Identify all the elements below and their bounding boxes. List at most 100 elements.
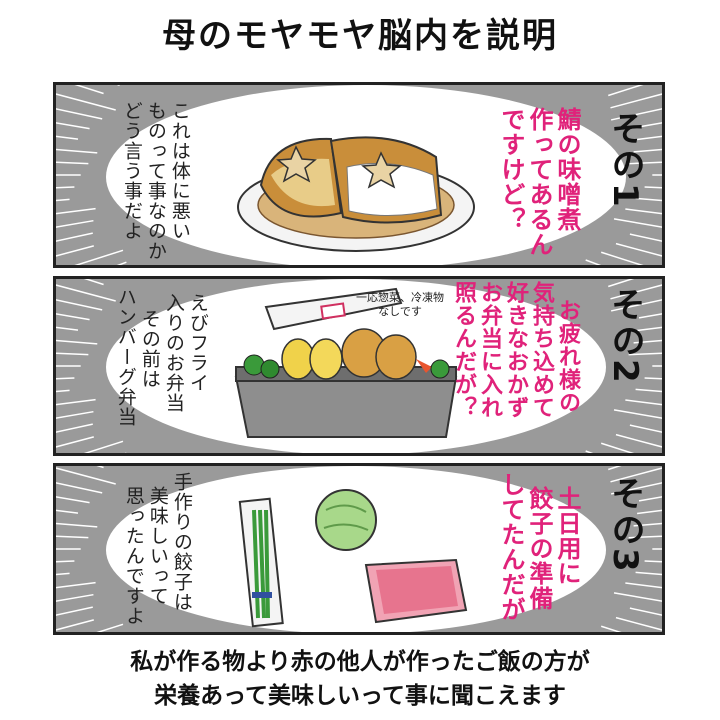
speed-line: [629, 607, 662, 616]
speed-line: [608, 466, 622, 471]
speed-line: [96, 623, 124, 632]
speed-line: [644, 560, 662, 563]
dumpling-ingredients-icon: [238, 489, 468, 628]
speed-line: [600, 625, 622, 632]
speed-line: [56, 423, 93, 433]
speed-line: [610, 467, 662, 483]
speed-line: [56, 389, 70, 393]
speed-line: [610, 108, 662, 121]
speed-line: [636, 135, 662, 141]
speed-line: [83, 440, 124, 453]
black-line: 思ったんですよ: [122, 486, 145, 626]
pink-line: 好きなおかず: [503, 281, 528, 419]
speed-line: [636, 326, 662, 332]
speed-line: [56, 207, 96, 215]
page-title: 母のモヤモヤ脳内を説明: [162, 16, 558, 56]
speed-line: [600, 251, 644, 265]
speed-line: [600, 442, 635, 453]
speed-line: [635, 571, 662, 576]
speed-line: [629, 233, 662, 242]
speed-line: [625, 582, 662, 589]
black-line: どう言う事だよ: [120, 101, 143, 241]
speed-line: [56, 339, 98, 345]
speed-line: [635, 197, 662, 202]
pink-line: 餃子の準備: [525, 486, 553, 611]
panel-1: その1 鯖の味噌煮 作ってあるん ですけど？ これは体に悪い ものって事なのか …: [53, 82, 665, 268]
black-line: その前は: [138, 309, 161, 389]
speed-line: [613, 592, 662, 602]
speed-line: [625, 208, 662, 215]
speed-line: [613, 218, 662, 228]
speed-line: [629, 424, 662, 433]
speed-line: [638, 122, 662, 128]
speed-line: [96, 466, 104, 469]
speed-line: [56, 198, 70, 202]
speed-line: [628, 535, 662, 539]
speed-line: [56, 299, 103, 311]
speed-line: [83, 279, 104, 286]
panel-number: その2: [605, 287, 645, 385]
black-line: 入りのお弁当: [162, 293, 185, 413]
speed-line: [74, 85, 104, 95]
pink-line: 照るんだが？: [451, 281, 476, 419]
speed-line: [56, 410, 94, 419]
note-line: なしです: [378, 305, 422, 319]
pink-line: 鯖の味噌煮: [553, 107, 581, 232]
pink-line: お弁当に入れ: [477, 281, 502, 419]
speed-line: [56, 522, 98, 528]
speed-line: [56, 108, 103, 120]
speed-line: [56, 593, 94, 602]
speed-line: [615, 242, 662, 257]
black-line: えびフライ: [186, 293, 209, 393]
speed-line: [56, 535, 89, 539]
speed-line: [56, 377, 75, 380]
panel-2: 一応惣菜、冷凍物 なしです その2 お疲れ様の 気持ち込めて 好きなおかず お弁…: [53, 276, 665, 456]
speed-line: [56, 232, 93, 242]
panel-number: その3: [605, 476, 645, 574]
speed-line: [644, 186, 662, 189]
footer-line-1: 私が作る物より赤の他人が作ったご飯の方が: [130, 649, 590, 675]
speed-line: [56, 313, 90, 321]
speed-line: [644, 377, 662, 380]
speed-line: [56, 509, 79, 514]
saba-miso-plate-icon: [237, 136, 475, 252]
speed-line: [56, 482, 103, 494]
speed-line: [633, 148, 662, 153]
speed-line: [585, 259, 602, 265]
pink-line: 気持ち込めて: [529, 281, 554, 419]
black-line: ハンバーグ弁当: [114, 287, 137, 427]
pink-line: お疲れ様の: [555, 299, 580, 414]
pink-line: 土日用に: [553, 486, 581, 586]
speed-line: [56, 581, 96, 589]
bento-box-icon: [234, 287, 458, 438]
speed-line: [56, 148, 98, 154]
speed-line: [56, 572, 70, 576]
speed-line: [585, 450, 594, 453]
black-line: 手作りの餃子は: [170, 472, 193, 612]
speed-line: [610, 482, 662, 495]
speed-line: [56, 619, 94, 631]
black-line: 美味しいって: [146, 486, 169, 606]
speed-line: [56, 326, 79, 331]
speed-line: [638, 313, 662, 319]
speed-line: [628, 161, 662, 165]
black-line: ものって事なのか: [144, 101, 167, 261]
speed-line: [615, 433, 662, 448]
footer-line-2: 栄養あって美味しいって事に聞こえます: [154, 683, 566, 709]
speed-line: [610, 93, 662, 109]
pink-line: ですけど？: [497, 107, 525, 232]
speed-line: [56, 93, 116, 111]
speed-line: [635, 388, 662, 393]
speed-line: [56, 398, 96, 406]
speed-line: [56, 122, 90, 130]
speed-line: [608, 279, 635, 288]
pink-line: 作ってあるん: [525, 107, 553, 257]
speed-line: [56, 467, 116, 485]
speed-line: [56, 436, 94, 448]
speed-line: [56, 186, 75, 189]
speed-line: [56, 496, 90, 504]
speed-line: [56, 284, 116, 302]
speed-line: [613, 409, 662, 419]
speed-line: [615, 616, 662, 631]
black-line: これは体に悪い: [168, 101, 191, 241]
